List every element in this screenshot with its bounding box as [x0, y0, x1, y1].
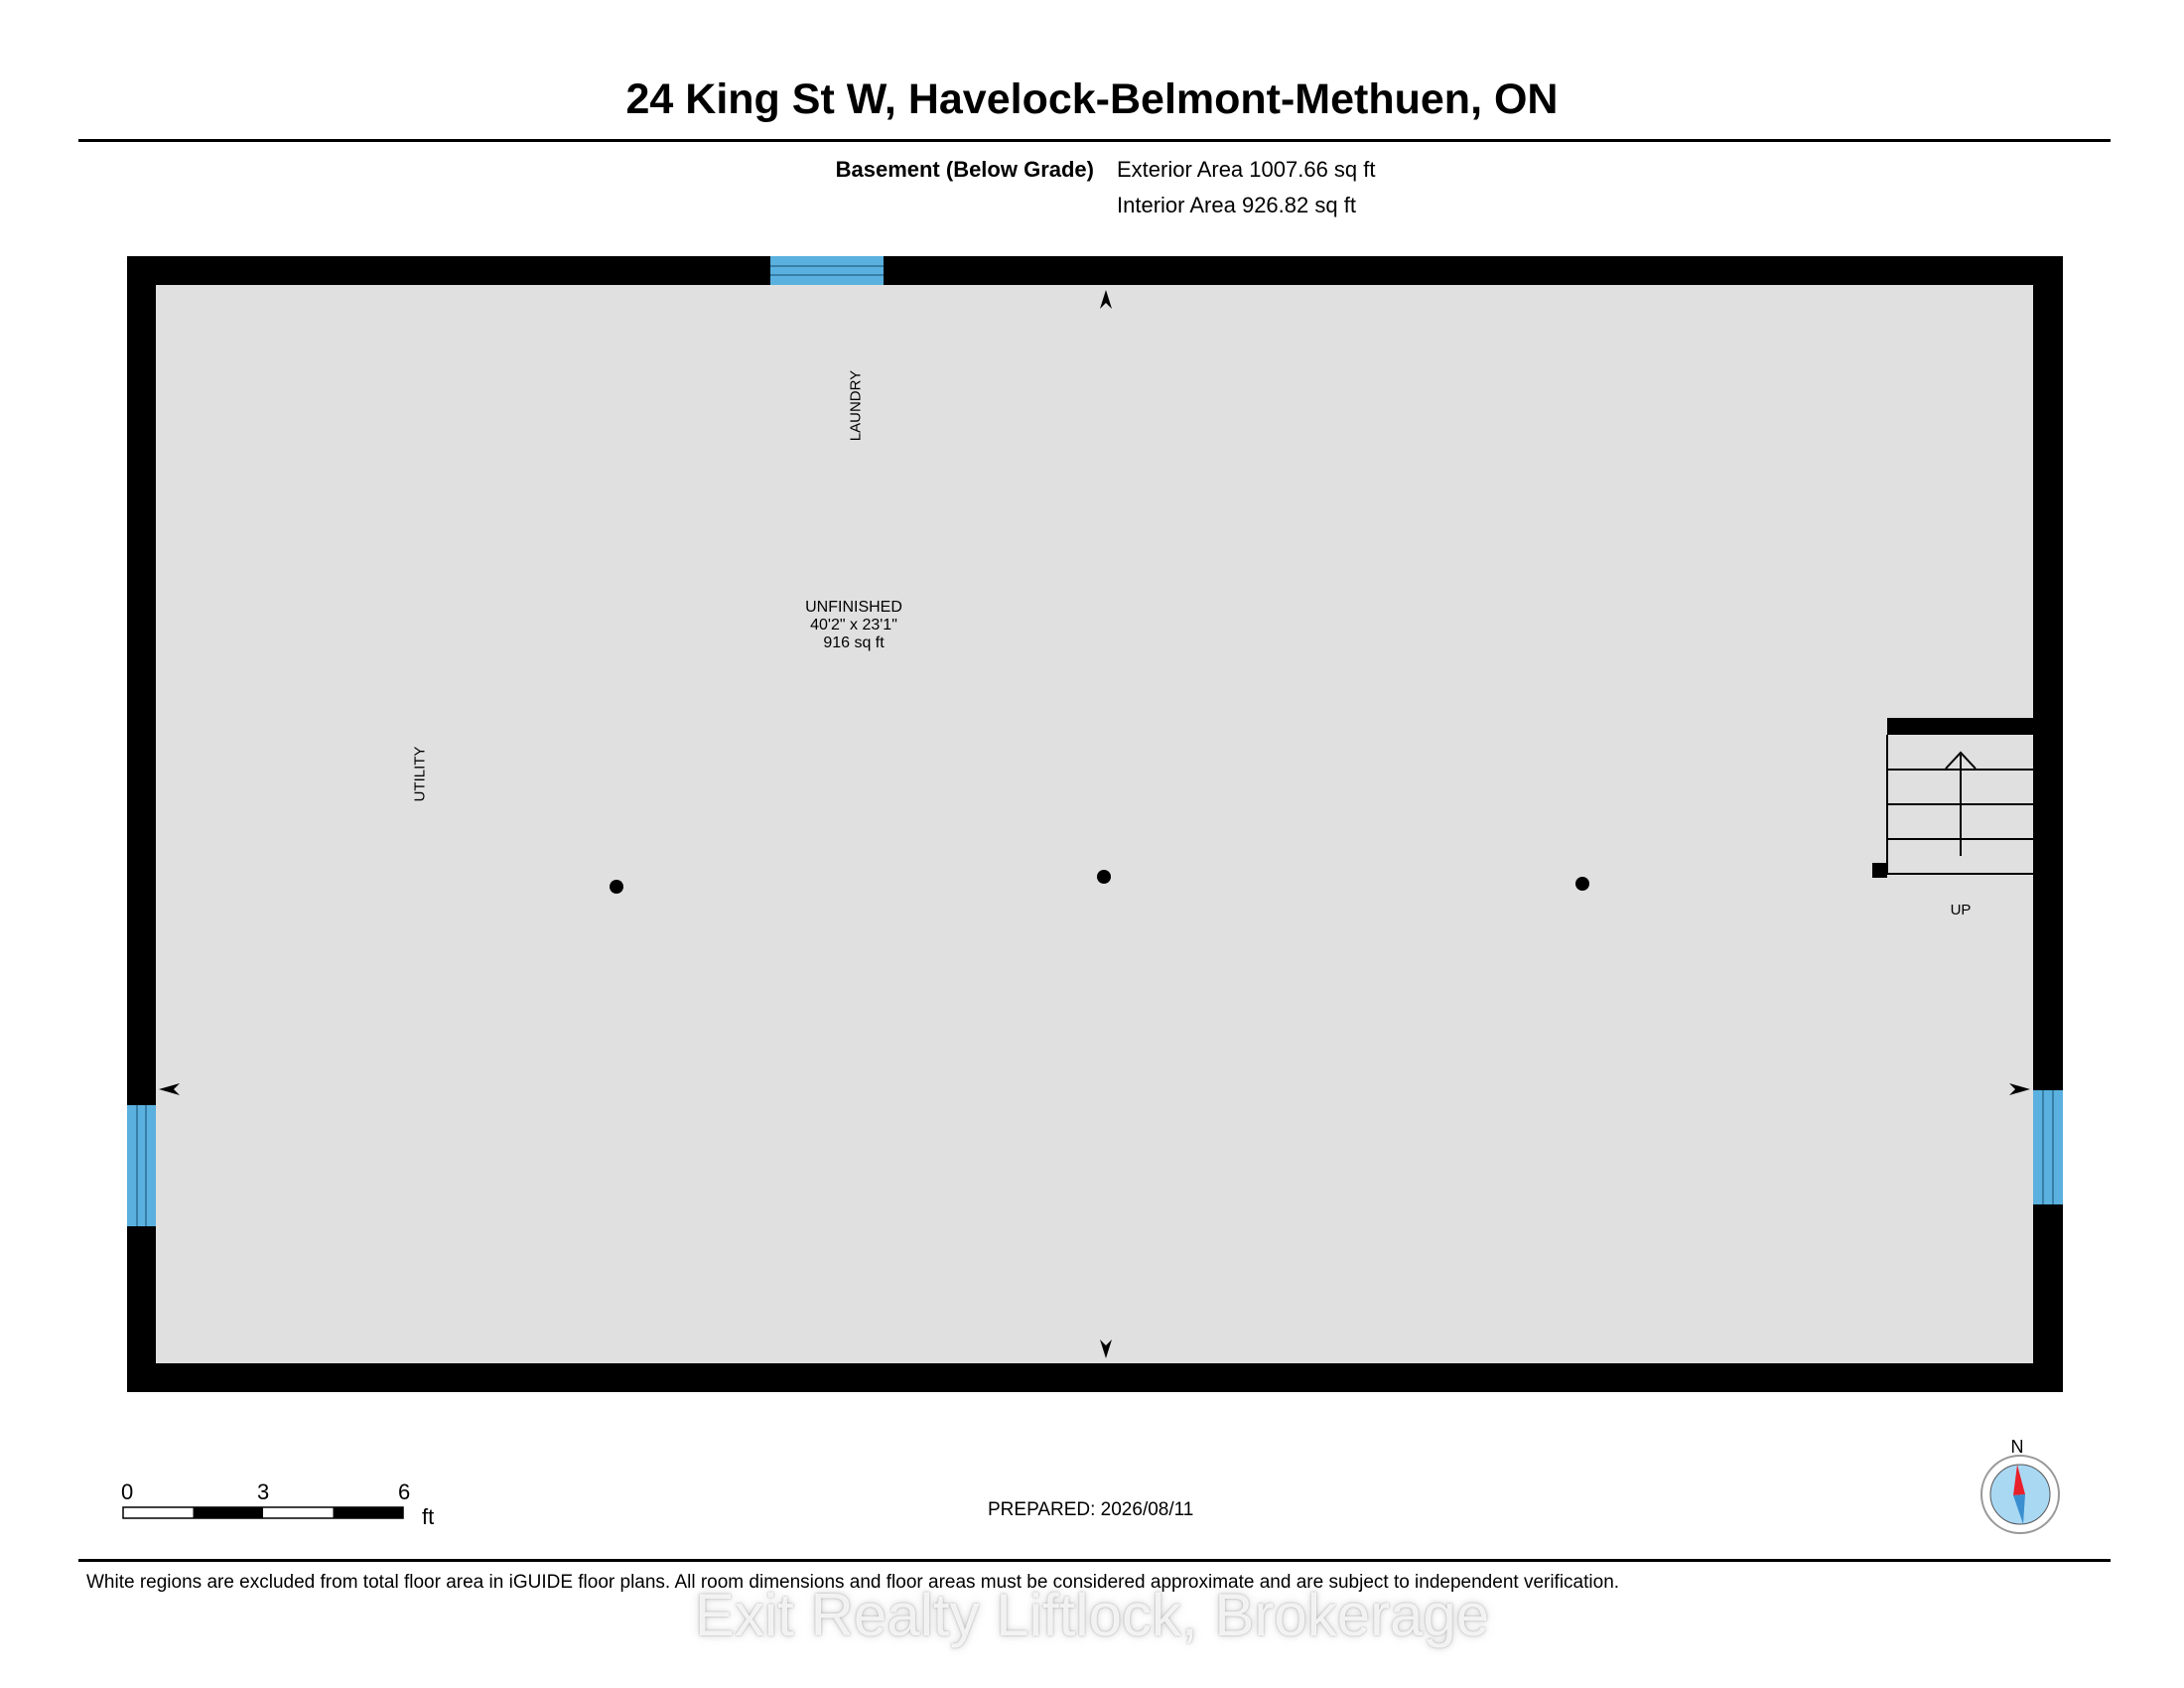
stairs-label: UP: [1950, 902, 1972, 918]
prepared-date: PREPARED: 2026/08/11: [988, 1499, 1194, 1520]
dimension-arrow-left: [159, 1083, 180, 1095]
scale-bar: [122, 1506, 404, 1519]
scale-tick-label: 3: [257, 1479, 270, 1504]
support-post: [610, 880, 623, 894]
window-left: [127, 1105, 156, 1226]
support-post: [1097, 870, 1111, 884]
room-label-utility: UTILITY: [411, 746, 429, 802]
dimension-arrow-right: [2009, 1083, 2030, 1095]
floor-label: Basement (Below Grade): [835, 157, 1094, 182]
dimension-arrow-top: [1100, 290, 1112, 309]
staircase: [1872, 718, 2033, 878]
scale-unit: ft: [422, 1504, 435, 1529]
support-post: [1575, 877, 1589, 891]
footer-rule: [78, 1559, 2111, 1562]
exterior-area: Exterior Area 1007.66 sq ft: [1117, 157, 1376, 182]
dimension-arrow-bottom: [1100, 1339, 1112, 1358]
compass-icon: [1980, 1455, 2060, 1534]
compass-north-label: N: [2010, 1437, 2024, 1457]
room-label-laundry: LAUNDRY: [847, 369, 865, 442]
window-top: [770, 256, 884, 285]
scale-tick-label: 6: [398, 1479, 411, 1504]
window-right: [2033, 1090, 2063, 1204]
header-rule: [78, 139, 2111, 142]
room-area: 916 sq ft: [823, 634, 885, 651]
room-dimensions: 40'2" x 23'1": [810, 617, 897, 633]
disclaimer: White regions are excluded from total fl…: [86, 1572, 1620, 1593]
room-name: UNFINISHED: [805, 599, 902, 616]
scale-tick-label: 0: [121, 1479, 134, 1504]
room-label-unfinished: UNFINISHED 40'2" x 23'1" 916 sq ft: [754, 599, 953, 652]
page-title: 24 King St W, Havelock-Belmont-Methuen, …: [625, 75, 1559, 123]
interior-area: Interior Area 926.82 sq ft: [1117, 193, 1356, 217]
floor-area: [156, 285, 2033, 1363]
watermark: Exit Realty Liftlock, Brokerage: [694, 1582, 1490, 1648]
